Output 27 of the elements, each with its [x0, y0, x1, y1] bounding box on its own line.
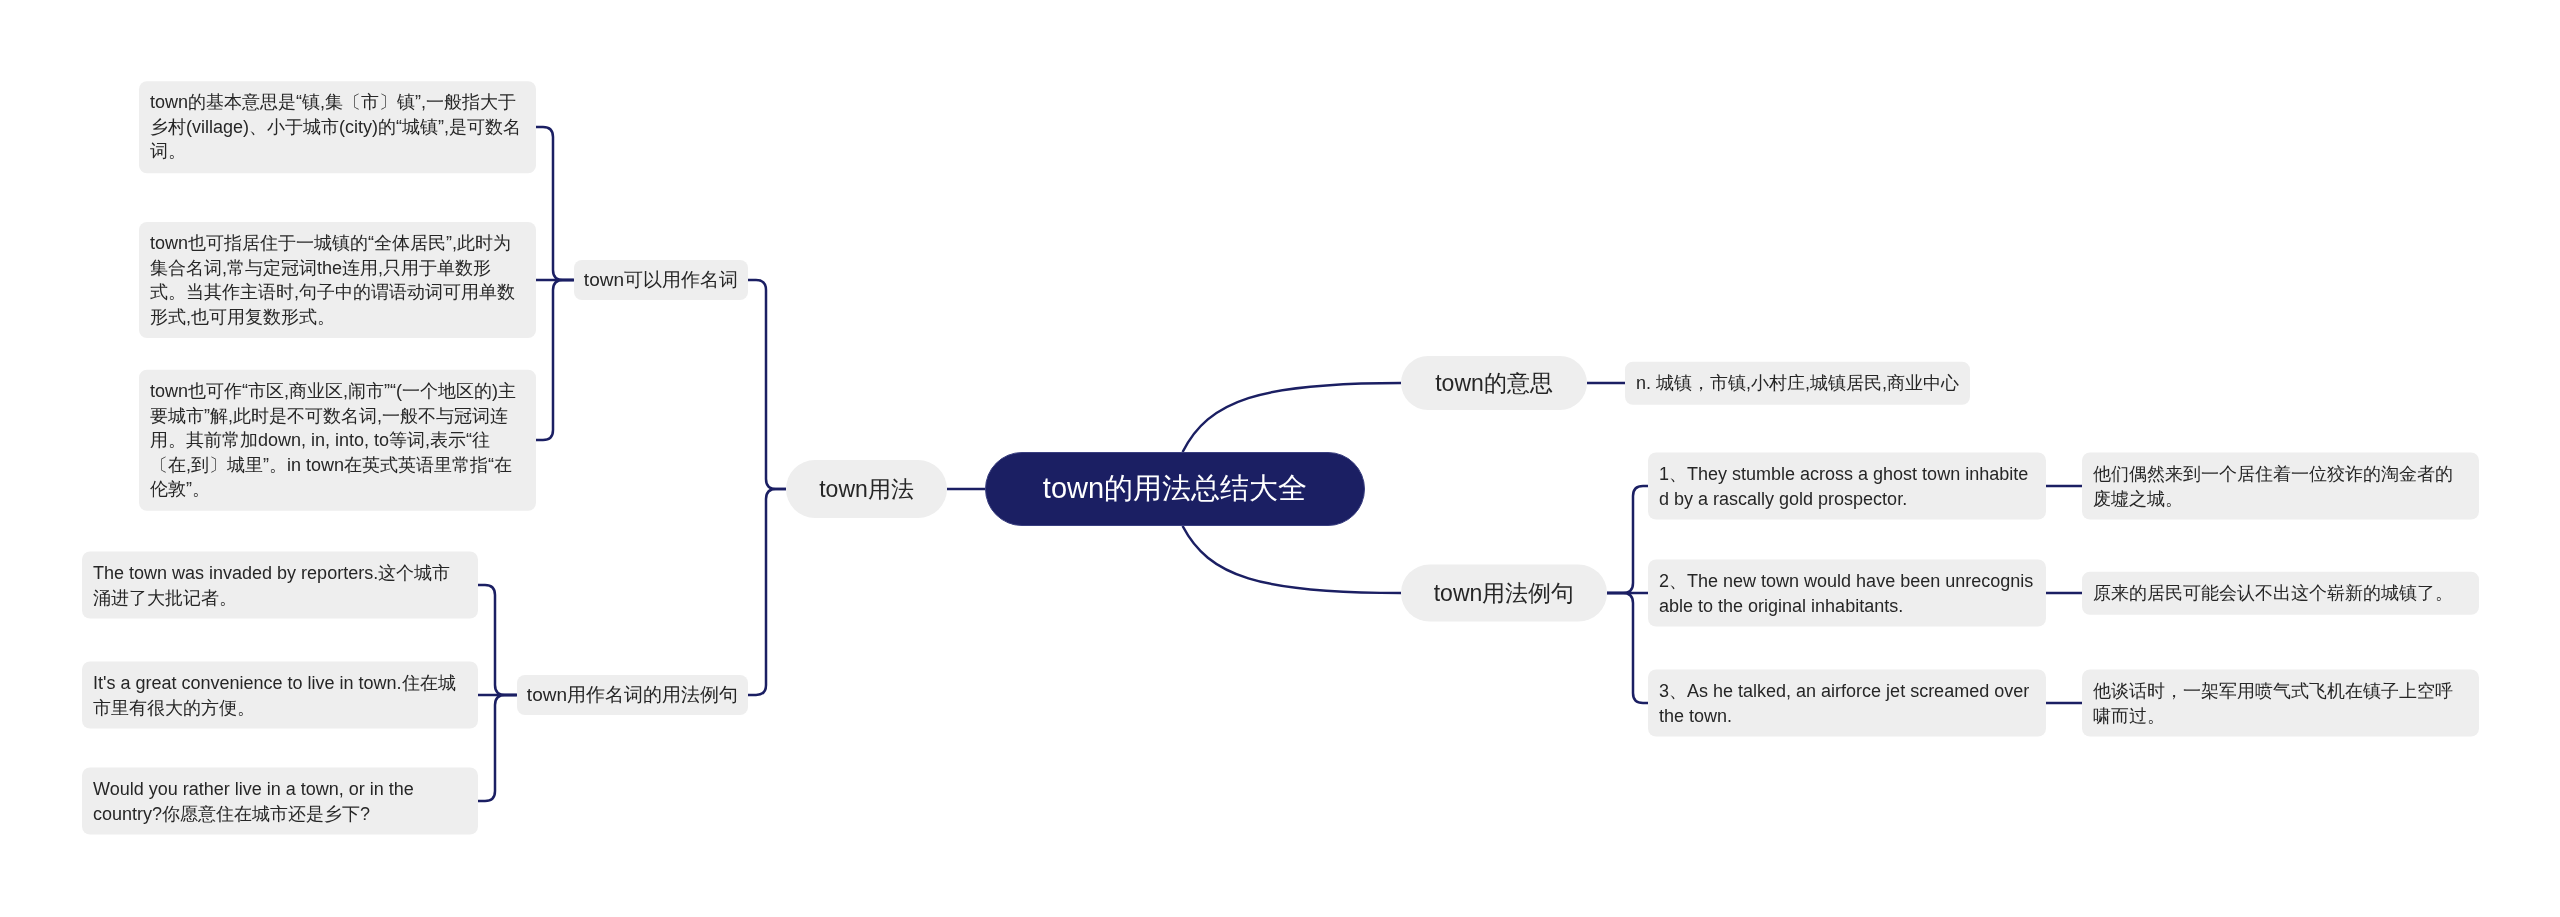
connector-line: [1181, 525, 1401, 595]
note-card: It's a great convenience to live in town.住在城市里有很大的方便。: [82, 661, 478, 729]
note-card: 他们偶然来到一个居住着一位狡诈的淘金者的废墟之城。: [2082, 452, 2479, 520]
connector-line: [2046, 591, 2082, 595]
connector-line: [1181, 381, 1401, 453]
central-topic: town的用法总结大全: [985, 452, 1365, 526]
note-card: The town was invaded by reporters.这个城市涌进了大批记者。: [82, 551, 478, 619]
note-card: 3、As he talked, an airforce jet screamed over the town.: [1648, 669, 2046, 737]
subtopic: town用作名词的用法例句: [516, 675, 748, 715]
note-card: 原来的居民可能会认不出这个崭新的城镇了。: [2082, 571, 2479, 615]
connector-line: [2046, 484, 2082, 488]
note-card: 他谈话时，一架军用喷气式飞机在镇子上空呼啸而过。: [2082, 669, 2479, 737]
connector-line: [2046, 701, 2082, 705]
connector-line: [748, 487, 786, 697]
note-card: town的基本意思是“镇,集〔市〕镇”,一般指大于乡村(village)、小于城市(city)的“城镇”,是可数名词。: [139, 81, 536, 173]
note-card: town也可作“市区,商业区,闹市”“(一个地区的)主要城市”解,此时是不可数名词,一般不与冠词连用。其前常加down, in, into, to等词,表示“往〔在,到〕城里”。in town在英式英语里常指“在伦敦”。: [139, 369, 536, 511]
note-card: Would you rather live in a town, or in the country?你愿意住在城市还是乡下?: [82, 767, 478, 835]
connector-line: [947, 487, 985, 491]
note-card: n. 城镇，市镇,小村庄,城镇居民,商业中心: [1625, 361, 1970, 405]
note-card: 2、The new town would have been unrecognisable to the original inhabitants.: [1648, 559, 2046, 627]
note-card: town也可指居住于一城镇的“全体居民”,此时为集合名词,常与定冠词the连用,只用于单数形式。当其作主语时,句子中的谓语动词可用单数形式,也可用复数形式。: [139, 222, 536, 338]
subtopic: town可以用作名词: [573, 260, 748, 300]
note-card: 1、They stumble across a ghost town inhabited by a rascally gold prospector.: [1648, 452, 2046, 520]
main-topic: town用法: [786, 460, 947, 518]
main-topic: town的意思: [1401, 356, 1587, 410]
connector-line: [1587, 381, 1625, 385]
main-topic: town用法例句: [1401, 564, 1607, 622]
